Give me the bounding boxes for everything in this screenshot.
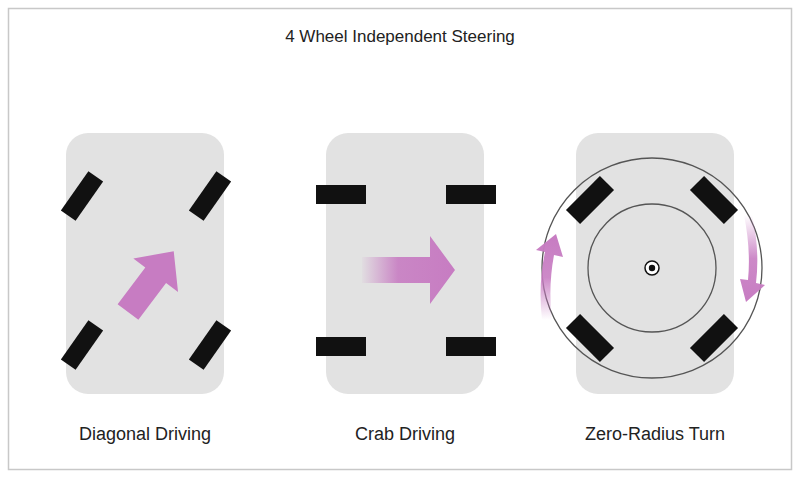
diagram-title: 4 Wheel Independent Steering <box>100 27 700 47</box>
mode-caption: Diagonal Driving <box>15 424 275 445</box>
wheels <box>566 176 738 362</box>
pivot <box>649 265 655 271</box>
turn-circle <box>542 158 762 378</box>
pivot <box>645 261 659 275</box>
mode-caption: Zero-Radius Turn <box>525 424 785 445</box>
mode-caption: Crab Driving <box>275 424 535 445</box>
frame <box>9 9 792 470</box>
wheels <box>61 171 231 370</box>
motion-arrow <box>362 236 455 304</box>
rotation-arrow <box>536 234 563 320</box>
turn-circle <box>588 204 716 332</box>
wheels <box>316 185 496 356</box>
motion-arrow <box>106 234 196 328</box>
rotation-arrow <box>740 215 765 302</box>
